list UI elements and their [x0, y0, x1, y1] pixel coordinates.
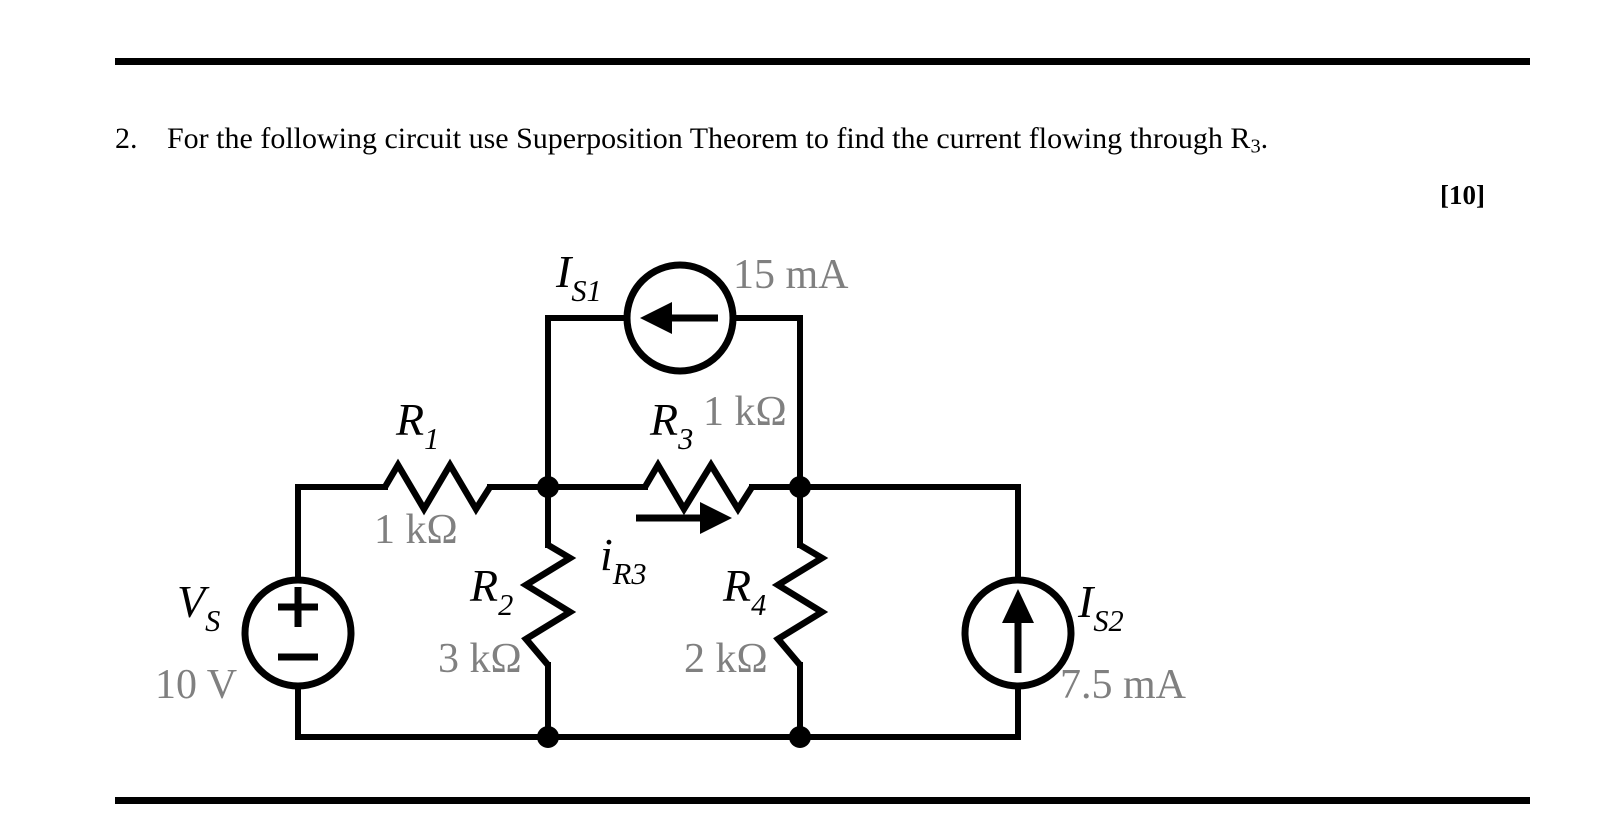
- current-source-is1-arrow-head: [640, 302, 672, 334]
- node-dot-b-bottom: [789, 726, 811, 748]
- current-marker-arrow-head: [700, 502, 732, 534]
- label-vs-main: V: [177, 576, 210, 627]
- label-is1-sub: S1: [571, 274, 601, 308]
- wire-top-right: [730, 315, 803, 490]
- wire-top-left: [545, 315, 630, 490]
- question-text-tail: .: [1260, 122, 1269, 155]
- value-r2: 3 kΩ: [438, 636, 522, 682]
- label-r3: R3: [649, 394, 693, 456]
- marks-badge: [10]: [1440, 180, 1485, 210]
- value-is1: 15 mA: [733, 252, 849, 298]
- label-r3-sub: 3: [677, 422, 693, 456]
- horizontal-rule-top: [115, 58, 1530, 65]
- wire-node-b-to-is2: [797, 484, 1021, 583]
- label-is1: IS1: [555, 246, 602, 308]
- resistor-r4-symbol: [771, 542, 829, 668]
- label-vs-sub: S: [205, 604, 220, 638]
- question-number: 2.: [115, 122, 138, 155]
- label-is2-sub: S2: [1093, 604, 1123, 638]
- question-text-main: For the following circuit use Superposit…: [167, 122, 1251, 155]
- label-r2: R2: [469, 560, 513, 622]
- value-is2: 7.5 mA: [1060, 662, 1187, 708]
- horizontal-rule-bottom: [115, 797, 1530, 804]
- circuit-diagram: IS1 15 mA R1 1 kΩ R3 1 kΩ iR3 R2 3 kΩ R4…: [0, 225, 1597, 770]
- label-r1-main: R: [395, 394, 424, 445]
- value-r3: 1 kΩ: [703, 389, 787, 435]
- label-r1: R1: [395, 394, 439, 456]
- resistor-r2-symbol: [519, 542, 577, 668]
- label-r4: R4: [722, 560, 766, 622]
- question-line: 2. For the following circuit use Superpos…: [115, 120, 1415, 160]
- label-r3-main: R: [649, 394, 678, 445]
- voltage-source-vs-body: [241, 576, 355, 690]
- label-r4-sub: 4: [751, 588, 766, 622]
- label-is1-main: I: [555, 246, 574, 297]
- resistor-r3-symbol: [642, 458, 755, 516]
- label-is2-main: I: [1077, 576, 1096, 627]
- label-vs: VS: [177, 576, 220, 638]
- value-r4: 2 kΩ: [684, 636, 768, 682]
- label-r2-main: R: [469, 560, 498, 611]
- value-vs: 10 V: [155, 662, 237, 708]
- node-dot-b-top: [789, 476, 811, 498]
- label-is2: IS2: [1077, 576, 1124, 638]
- node-dot-a-top: [537, 476, 559, 498]
- label-r1-sub: 1: [424, 422, 439, 456]
- question-text: For the following circuit use Superposit…: [167, 122, 1269, 158]
- question-text-subscript: 3: [1250, 135, 1261, 158]
- node-dot-a-bottom: [537, 726, 559, 748]
- label-r4-main: R: [722, 560, 751, 611]
- label-current-marker-main: i: [600, 529, 613, 580]
- value-r1: 1 kΩ: [374, 507, 458, 553]
- current-source-is2-arrow-head: [1002, 589, 1034, 623]
- label-r2-sub: 2: [498, 588, 513, 622]
- label-current-marker: iR3: [600, 529, 647, 591]
- resistor-r1-symbol: [382, 458, 493, 516]
- label-current-marker-sub: R3: [612, 557, 647, 591]
